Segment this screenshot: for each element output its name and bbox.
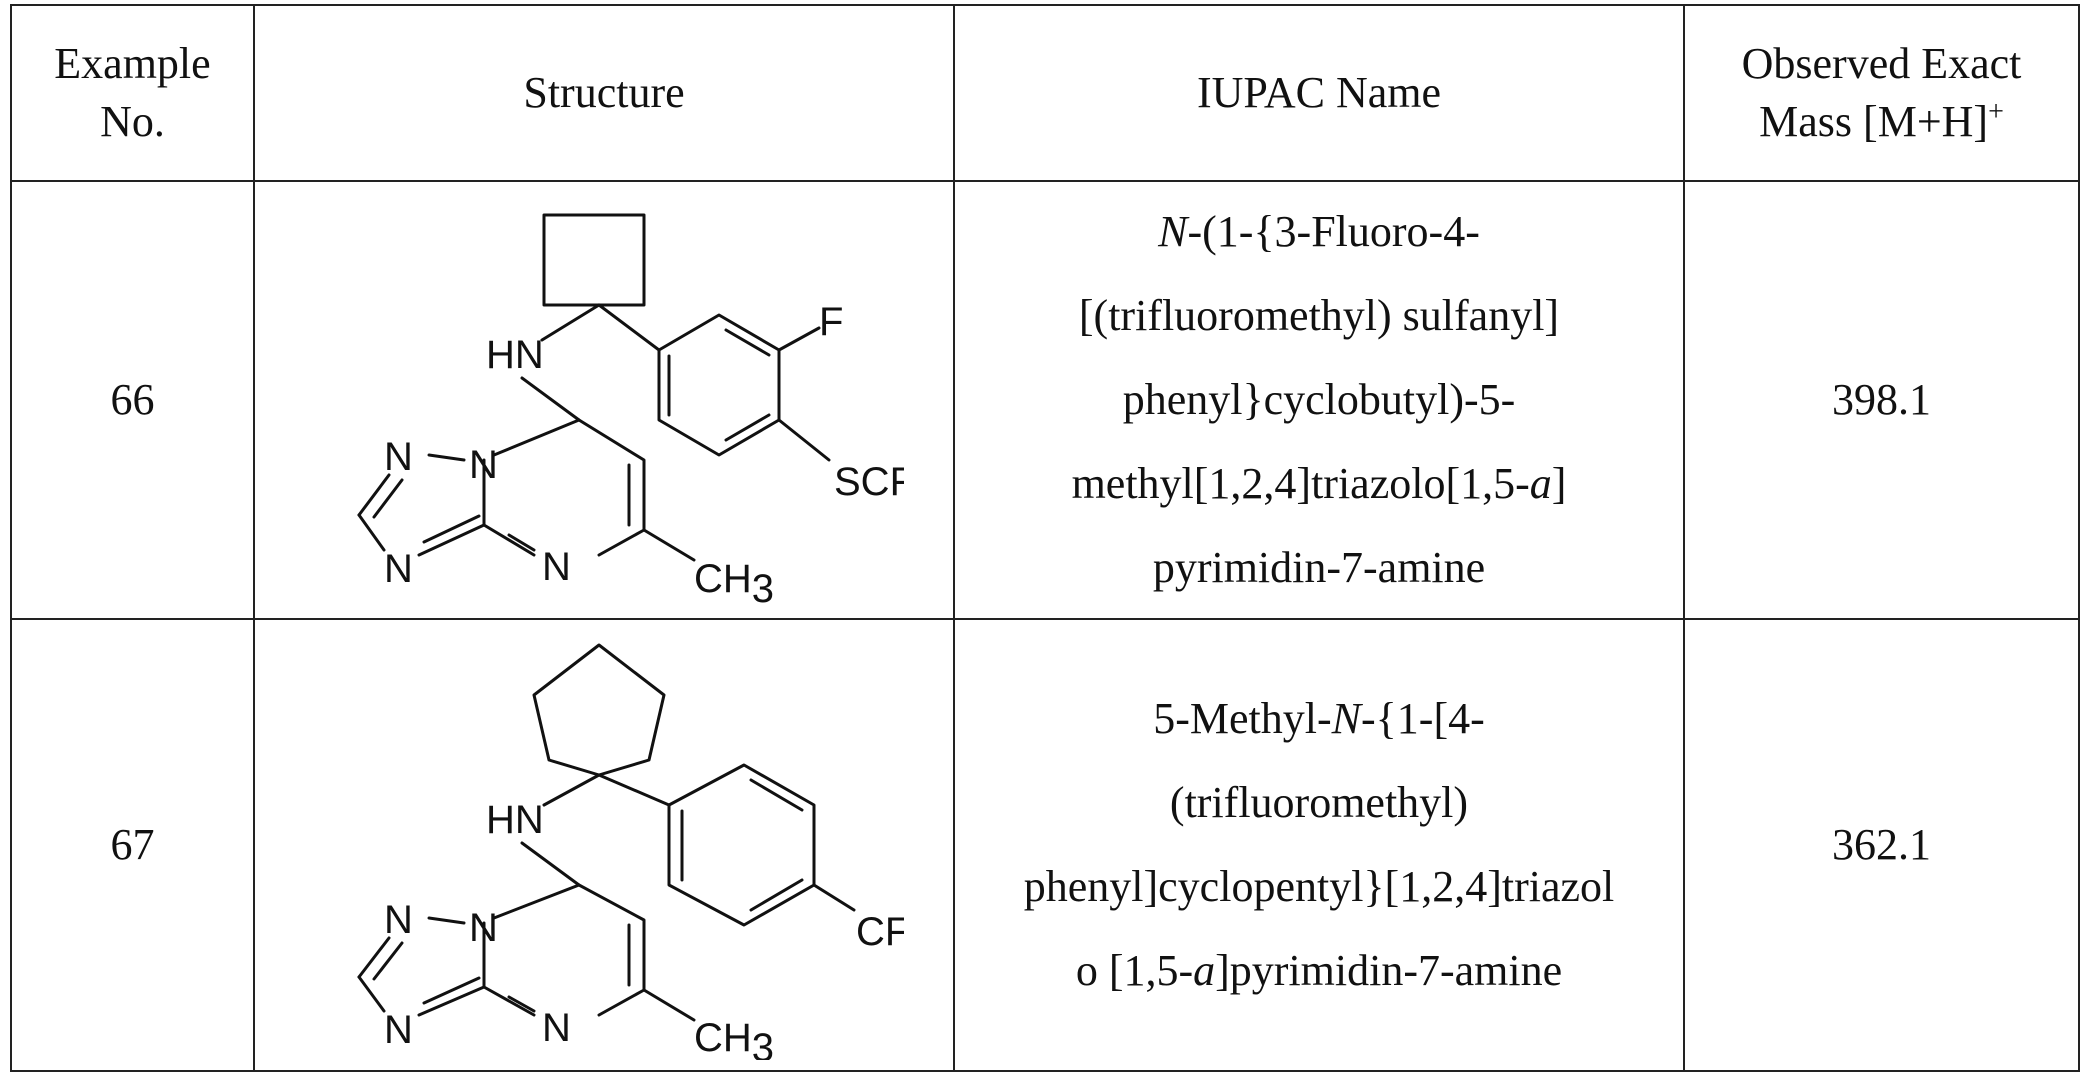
header-example-no: Example No. — [11, 5, 254, 181]
name-line-2: (trifluoromethyl) — [955, 761, 1683, 845]
name-text: ]pyrimidin-7-amine — [1215, 946, 1562, 995]
name-text: 5-Methyl- — [1153, 694, 1331, 743]
bond — [359, 475, 389, 515]
bond-n-c7 — [522, 843, 579, 885]
name-line-2: [(trifluoromethyl) sulfanyl] — [955, 274, 1683, 358]
cyclopentane-ring — [534, 645, 664, 775]
bond-c-nh — [542, 305, 599, 340]
observed-mass: 362.1 — [1684, 619, 2079, 1071]
double-bond — [726, 330, 769, 355]
bond-s — [779, 420, 829, 460]
cyclobutane-ring — [544, 215, 644, 305]
bond — [484, 987, 534, 1015]
structure-diagram-67: HN CF3 N N — [304, 630, 904, 1060]
label-n-triazole-2: N — [384, 547, 413, 591]
bond-f — [779, 328, 819, 350]
header-iupac-name: IUPAC Name — [954, 5, 1684, 181]
bond-c-phenyl — [599, 775, 669, 805]
italic-a: a — [1193, 946, 1215, 995]
name-line-3: phenyl}cyclobutyl)-5- — [955, 358, 1683, 442]
label-n-pyrimidine: N — [542, 1006, 571, 1050]
label-ch3: CH3 — [694, 1016, 774, 1060]
table-row: 67 HN CF3 — [11, 619, 2079, 1071]
label-cf3: CF3 — [856, 910, 904, 964]
structure-cell: HN CF3 N N — [254, 619, 954, 1071]
bond — [359, 977, 384, 1011]
structure-diagram-66: HN F SCF3 — [304, 190, 904, 610]
header-observed-mass: Observed Exact Mass [M+H]+ — [1684, 5, 2079, 181]
name-line-4: o [1,5-a]pyrimidin-7-amine — [955, 929, 1683, 1013]
double-bond — [424, 978, 479, 1003]
phenyl-ring — [669, 765, 814, 925]
header-structure: Structure — [254, 5, 954, 181]
name-line-4: methyl[1,2,4]triazolo[1,5-a] — [955, 442, 1683, 526]
bond — [494, 885, 579, 918]
bond-c-nh — [544, 775, 599, 805]
bond — [359, 515, 384, 550]
header-example-line1: Example — [12, 35, 253, 93]
structure-cell: HN F SCF3 — [254, 181, 954, 619]
bond — [484, 525, 534, 555]
name-text: -{1-[4- — [1361, 694, 1485, 743]
bond — [429, 455, 464, 460]
observed-mass: 398.1 — [1684, 181, 2079, 619]
label-hn: HN — [486, 333, 544, 377]
bond-c-phenyl — [599, 305, 659, 350]
bond — [429, 918, 464, 923]
header-mass-text: Mass [M+H] — [1759, 97, 1988, 146]
label-n-triazole-1: N — [384, 898, 413, 942]
label-n-bridge: N — [469, 443, 498, 487]
header-mass-superscript: + — [1988, 96, 2004, 127]
bond-n-c7 — [522, 378, 579, 420]
bond-methyl — [644, 530, 694, 560]
name-text: -(1-{3-Fluoro-4- — [1187, 207, 1479, 256]
bond-cf3 — [814, 885, 854, 910]
header-example-line2: No. — [12, 93, 253, 151]
table-row: 66 HN F SCF3 — [11, 181, 2079, 619]
name-line-5: pyrimidin-7-amine — [955, 526, 1683, 610]
pyrimidine-bonds — [579, 420, 644, 555]
name-text: ] — [1552, 459, 1567, 508]
name-line-1: 5-Methyl-N-{1-[4- — [955, 677, 1683, 761]
phenyl-ring — [659, 315, 779, 455]
compound-table: Example No. Structure IUPAC Name Observe… — [10, 4, 2080, 1072]
header-row: Example No. Structure IUPAC Name Observe… — [11, 5, 2079, 181]
pyrimidine-bonds — [579, 885, 644, 1015]
name-line-3: phenyl]cyclopentyl}[1,2,4]triazol — [955, 845, 1683, 929]
double-bond — [424, 516, 479, 542]
header-mass-line2: Mass [M+H]+ — [1685, 93, 2078, 151]
bond-methyl — [644, 990, 694, 1020]
header-mass-line1: Observed Exact — [1685, 35, 2078, 93]
italic-n: N — [1158, 207, 1187, 256]
iupac-name-cell: N-(1-{3-Fluoro-4- [(trifluoromethyl) sul… — [954, 181, 1684, 619]
double-bond — [374, 943, 402, 979]
italic-a: a — [1530, 459, 1552, 508]
name-text: methyl[1,2,4]triazolo[1,5- — [1072, 459, 1530, 508]
label-f: F — [819, 300, 843, 344]
example-number: 66 — [11, 181, 254, 619]
example-number: 67 — [11, 619, 254, 1071]
label-n-triazole-2: N — [384, 1008, 413, 1052]
name-line-1: N-(1-{3-Fluoro-4- — [955, 190, 1683, 274]
italic-n: N — [1332, 694, 1361, 743]
iupac-name-cell: 5-Methyl-N-{1-[4- (trifluoromethyl) phen… — [954, 619, 1684, 1071]
bond — [494, 420, 579, 455]
label-n-pyrimidine: N — [542, 545, 571, 589]
bond — [359, 938, 389, 977]
double-bond — [374, 480, 402, 517]
label-n-triazole-1: N — [384, 435, 413, 479]
label-n-bridge: N — [469, 906, 498, 950]
double-bond — [726, 415, 769, 440]
label-ch3: CH3 — [694, 557, 774, 610]
label-scf3: SCF3 — [834, 460, 904, 514]
label-hn: HN — [486, 798, 544, 842]
name-text: o [1,5- — [1076, 946, 1193, 995]
